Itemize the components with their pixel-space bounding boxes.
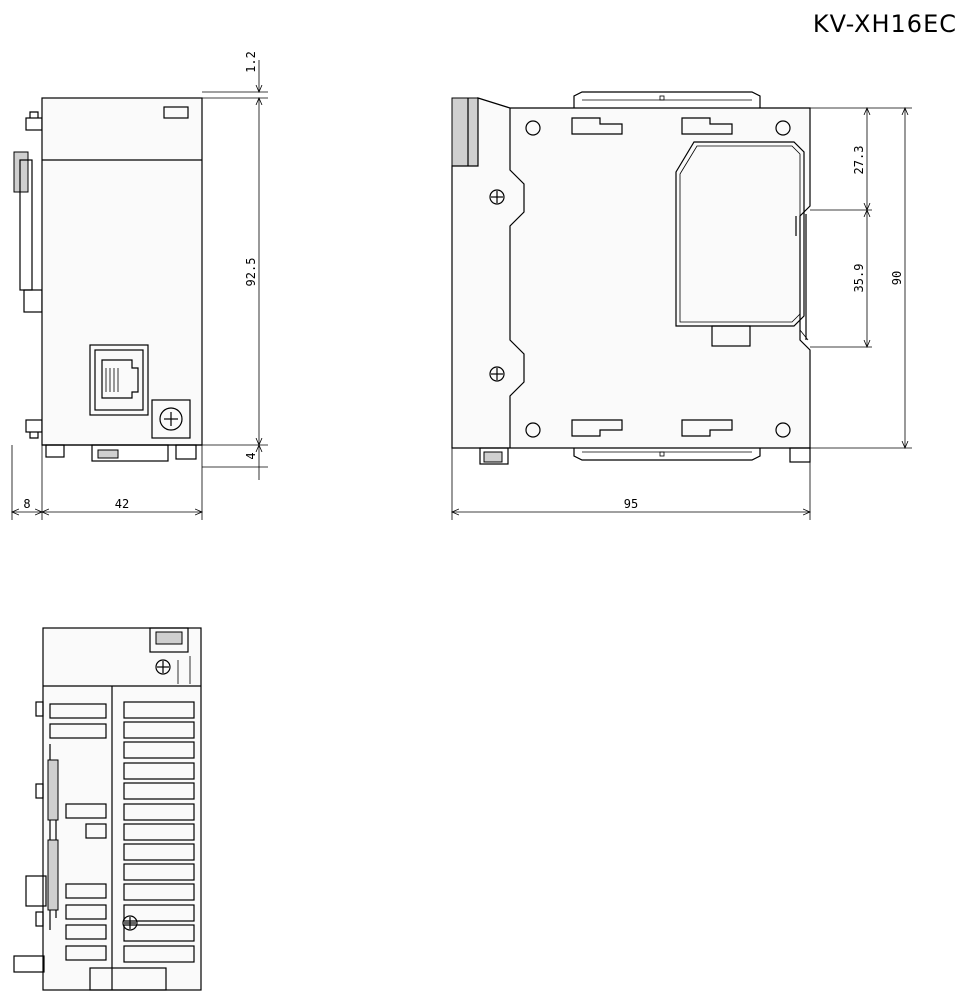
bottom-view: [13, 627, 202, 991]
side-rail-block: [451, 97, 479, 167]
ethernet-port: [89, 344, 149, 416]
dim-rail-depth: 8: [23, 497, 30, 511]
model-title: KV-XH16EC: [813, 10, 957, 38]
dim-front-width: 42: [115, 497, 129, 511]
side-view: [451, 91, 811, 465]
front-dimensions: 1.2 92.5 4 8 42: [12, 51, 268, 520]
left-terminal-rows: [49, 703, 107, 961]
front-rail-profile: [13, 111, 43, 445]
bottom-connector: [91, 444, 169, 462]
front-body: [41, 97, 203, 446]
terminal-rows: [123, 701, 195, 963]
front-screw: [151, 399, 191, 439]
dim-top-gap: 1.2: [244, 51, 258, 73]
bottom-body: [42, 627, 202, 991]
side-screw-lower: [489, 366, 505, 382]
dim-side-upper: 27.3: [852, 146, 866, 175]
bottom-screw: [155, 659, 171, 675]
front-view: [13, 97, 203, 462]
side-body: [451, 97, 811, 449]
dim-side-mid: 35.9: [852, 264, 866, 293]
status-indicator: [163, 106, 189, 119]
dim-front-height: 92.5: [244, 258, 258, 287]
dim-side-width: 95: [624, 497, 638, 511]
side-dimensions: 27.3 35.9 90 95: [452, 108, 912, 520]
bottom-screw-lower: [122, 915, 138, 931]
dim-bottom-gap: 4: [244, 452, 258, 459]
dim-side-height: 90: [890, 271, 904, 285]
side-label-plate: [675, 141, 805, 327]
side-screw-upper: [489, 189, 505, 205]
